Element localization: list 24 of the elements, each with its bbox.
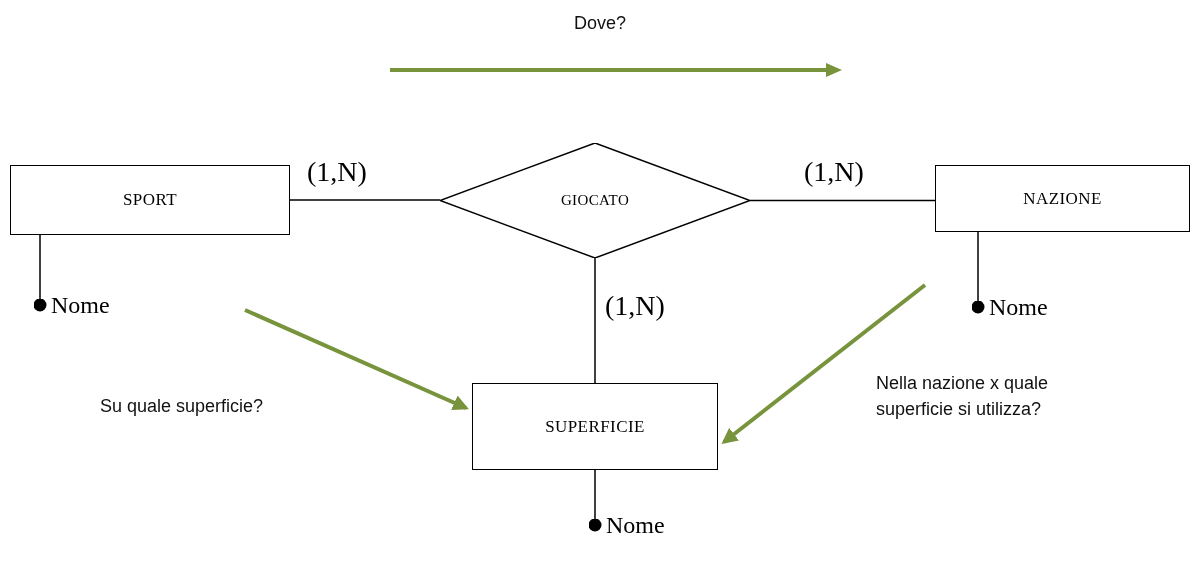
relationship-line bbox=[594, 257, 596, 384]
cardinality-label: (1,N) bbox=[305, 158, 369, 186]
arrow bbox=[721, 283, 927, 444]
attribute-line bbox=[971, 231, 985, 314]
entity-box bbox=[472, 383, 718, 470]
relationship-name: GIOCATO bbox=[560, 191, 630, 211]
entity-box bbox=[10, 165, 290, 235]
attribute-line bbox=[588, 469, 602, 532]
question-label: Nella nazione x quale superficie si utilizza? bbox=[876, 372, 1050, 421]
entity-name: SUPERFICIE bbox=[545, 415, 645, 438]
relationship-line bbox=[749, 199, 936, 202]
attribute-name: Nome bbox=[989, 295, 1048, 319]
cardinality-label: (1,N) bbox=[802, 158, 866, 186]
entity-name: NAZIONE bbox=[1023, 187, 1102, 210]
entity-name: SPORT bbox=[123, 189, 177, 212]
attribute-line bbox=[33, 234, 47, 312]
question-label: Dove? bbox=[573, 12, 627, 35]
attribute-name: Nome bbox=[606, 513, 665, 537]
cardinality-label: (1,N) bbox=[603, 292, 667, 320]
relationship-line bbox=[289, 199, 441, 201]
entity-box bbox=[935, 165, 1190, 232]
arrow bbox=[244, 308, 469, 411]
attribute-name: Nome bbox=[51, 293, 110, 317]
question-label: Su quale superficie? bbox=[100, 395, 265, 418]
